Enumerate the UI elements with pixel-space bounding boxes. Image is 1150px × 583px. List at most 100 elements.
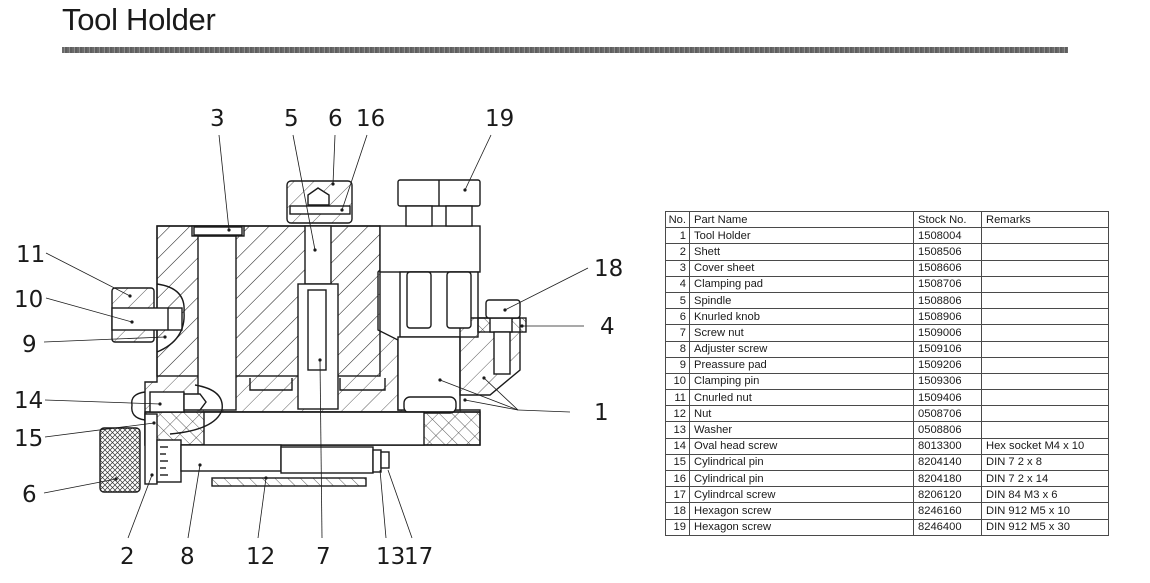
column-header-no: No.: [665, 210, 690, 229]
callout-10: 10: [14, 287, 43, 313]
cell-no: 11: [665, 389, 690, 407]
cell-remarks: [981, 308, 1109, 326]
callout-7: 7: [316, 544, 331, 570]
cell-remarks: [981, 243, 1109, 261]
cell-name: Hexagon screw: [689, 518, 914, 536]
callout-labels: 3 5 6 16 19 11 10 9 18 4 14 15 1 6 2 8 1…: [14, 106, 623, 570]
cell-name: Cylindrical pin: [689, 469, 914, 488]
cell-stock: 1508606: [913, 259, 982, 277]
cell-name: Oval head screw: [689, 437, 914, 455]
cell-stock: 8246160: [913, 502, 982, 520]
cell-no: 17: [665, 486, 690, 504]
column-header-part-name: Part Name: [689, 210, 914, 229]
cell-no: 1: [665, 227, 690, 245]
callout-19: 19: [485, 106, 514, 132]
page-title: Tool Holder: [62, 2, 216, 37]
cell-stock: 8204180: [913, 469, 982, 488]
cell-stock: 1509306: [913, 372, 982, 391]
reference-dots: [114, 182, 524, 481]
cell-remarks: DIN 84 M3 x 6: [981, 486, 1109, 504]
callout-16: 16: [356, 106, 385, 132]
cell-remarks: [981, 372, 1109, 391]
cell-stock: 1508706: [913, 275, 982, 293]
cell-stock: 1509006: [913, 324, 982, 342]
callout-4: 4: [600, 314, 615, 340]
cell-stock: 1509106: [913, 340, 982, 358]
cell-name: Preassure pad: [689, 356, 914, 374]
cell-no: 6: [665, 308, 690, 326]
cell-no: 15: [665, 453, 690, 472]
callout-13: 13: [376, 544, 405, 570]
callout-1: 1: [594, 400, 609, 426]
cell-remarks: [981, 356, 1109, 374]
cell-no: 14: [665, 437, 690, 455]
cell-stock: 0508706: [913, 405, 982, 423]
cell-name: Shett: [689, 243, 914, 261]
callout-12: 12: [246, 544, 275, 570]
cell-name: Washer: [689, 421, 914, 439]
callout-15: 15: [14, 426, 43, 452]
knurled-knob: [99, 427, 141, 493]
cell-remarks: [981, 275, 1109, 293]
cell-remarks: Hex socket M4 x 10: [981, 437, 1109, 455]
cell-no: 5: [665, 291, 690, 310]
callout-6-top: 6: [328, 106, 343, 132]
cell-no: 12: [665, 405, 690, 423]
cell-remarks: [981, 324, 1109, 342]
cell-name: Clamping pad: [689, 275, 914, 293]
cell-stock: 8204140: [913, 453, 982, 472]
callout-3: 3: [210, 106, 225, 132]
cell-no: 3: [665, 259, 690, 277]
cell-remarks: DIN 7 2 x 14: [981, 469, 1109, 488]
cell-no: 9: [665, 356, 690, 374]
cell-no: 4: [665, 275, 690, 293]
tool-holder-section-drawing: 3 5 6 16 19 11 10 9 18 4 14 15 1 6 2 8 1…: [0, 90, 640, 583]
cell-stock: 8206120: [913, 486, 982, 504]
cell-remarks: [981, 421, 1109, 439]
shett-scale: [144, 413, 182, 485]
cover-sheet: [193, 226, 243, 236]
callout-8: 8: [180, 544, 195, 570]
callout-11: 11: [16, 242, 45, 268]
cell-no: 16: [665, 469, 690, 488]
spindle-knob-top: [286, 180, 353, 224]
tool-holder-body: [144, 225, 481, 446]
clamping-pin-assembly: [111, 283, 185, 353]
callout-14: 14: [14, 388, 43, 414]
column-header-remarks: Remarks: [981, 210, 1109, 229]
cell-name: Spindle: [689, 291, 914, 310]
title-divider: [62, 47, 1068, 53]
callout-6-knob: 6: [22, 482, 37, 508]
callout-2: 2: [120, 544, 135, 570]
cell-remarks: DIN 7 2 x 8: [981, 453, 1109, 472]
cell-name: Tool Holder: [689, 227, 914, 245]
cell-no: 10: [665, 372, 690, 391]
callout-9: 9: [22, 332, 37, 358]
cell-stock: 1508004: [913, 227, 982, 245]
cell-name: Cover sheet: [689, 259, 914, 277]
cell-stock: 0508806: [913, 421, 982, 439]
cell-remarks: [981, 259, 1109, 277]
cell-stock: 1509206: [913, 356, 982, 374]
column-header-stock-no: Stock No.: [913, 210, 982, 229]
callout-5: 5: [284, 106, 299, 132]
clamping-jaw: [459, 299, 527, 396]
cell-stock: 8013300: [913, 437, 982, 455]
adjuster-screw: [180, 444, 282, 472]
cell-name: Nut: [689, 405, 914, 423]
